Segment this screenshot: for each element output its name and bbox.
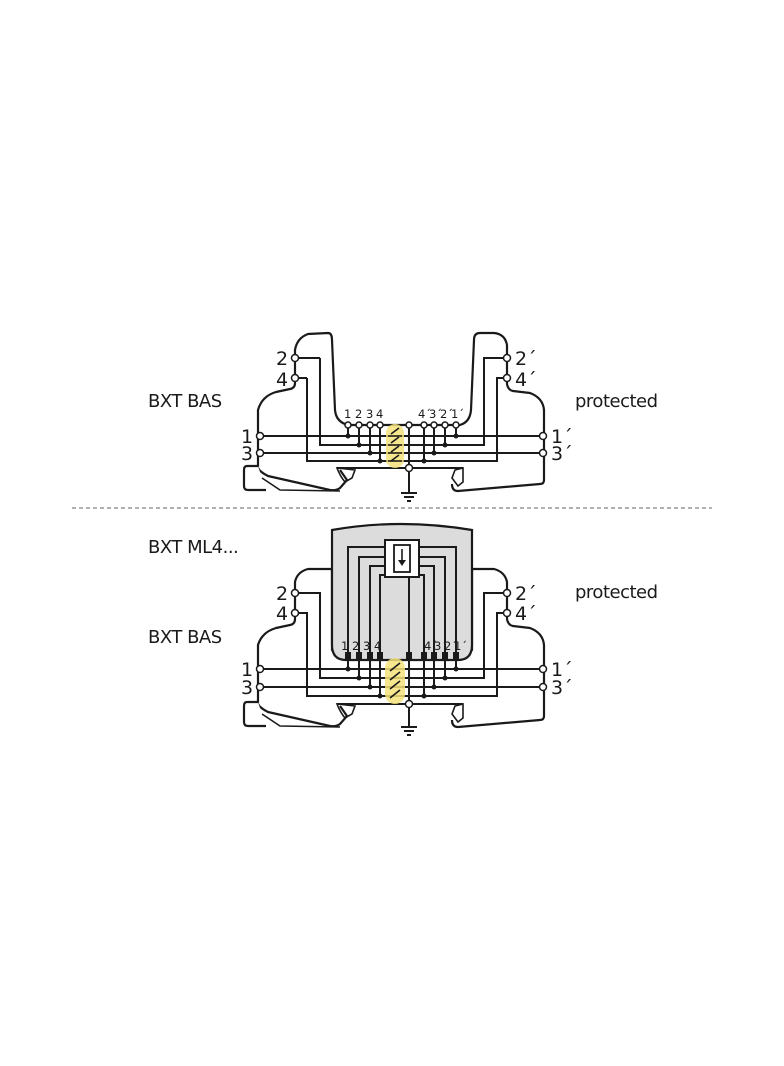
bottom-terminal-2p: 2´ bbox=[515, 583, 537, 605]
top-terminal-2: 2 bbox=[276, 348, 288, 370]
bottom-inner-4: 4 bbox=[374, 639, 381, 653]
down-arrow-icon bbox=[398, 560, 406, 566]
bottom-terminal-3p: 3´ bbox=[551, 677, 573, 699]
bottom-terminal-2: 2 bbox=[276, 583, 288, 605]
bottom-terminal-1p: 1´ bbox=[551, 659, 573, 681]
bottom-inner-3p: 3´ bbox=[434, 639, 447, 653]
top-base-unit: 2 4 1 3 2´ 4´ 1´ 3´ 1 2 3 4 4´ 3´ 2´ 1´ … bbox=[148, 331, 658, 502]
top-inner-1p: 1´ bbox=[451, 407, 464, 421]
bottom-inner-1p: 1´ bbox=[454, 639, 467, 653]
bottom-terminal-4: 4 bbox=[276, 603, 288, 625]
top-terminal-2p: 2´ bbox=[515, 348, 537, 370]
top-terminal-3p: 3´ bbox=[551, 443, 573, 465]
bottom-terminal-3: 3 bbox=[241, 677, 253, 699]
top-terminal-1p: 1´ bbox=[551, 426, 573, 448]
bottom-inner-3: 3 bbox=[363, 639, 370, 653]
bottom-module-label: BXT ML4... bbox=[148, 537, 238, 558]
top-terminal-4p: 4´ bbox=[515, 369, 537, 391]
top-inner-4p: 4´ bbox=[418, 407, 431, 421]
top-inner-2: 2 bbox=[355, 407, 362, 421]
top-terminal-1: 1 bbox=[241, 426, 253, 448]
bottom-assembly: 2 4 1 3 2´ 4´ 1´ 3´ 1 2 3 4 4´ 3´ 2´ 1´ … bbox=[148, 522, 658, 736]
arrester-highlight-bottom bbox=[385, 658, 405, 704]
bottom-protected-label: protected bbox=[575, 582, 658, 603]
bottom-inner-1: 1 bbox=[341, 639, 348, 653]
top-inner-3p: 3´ bbox=[429, 407, 442, 421]
top-device-label: BXT BAS bbox=[148, 391, 222, 412]
bottom-terminal-4p: 4´ bbox=[515, 603, 537, 625]
top-terminal-4: 4 bbox=[276, 369, 288, 391]
bottom-inner-4p: 4´ bbox=[424, 639, 437, 653]
top-inner-1: 1 bbox=[344, 407, 351, 421]
bottom-inner-2p: 2´ bbox=[444, 639, 457, 653]
top-inner-3: 3 bbox=[366, 407, 373, 421]
bottom-inner-2: 2 bbox=[352, 639, 359, 653]
top-protected-label: protected bbox=[575, 391, 658, 412]
bottom-device-label: BXT BAS bbox=[148, 627, 222, 648]
top-terminal-3: 3 bbox=[241, 443, 253, 465]
arrester-highlight bbox=[386, 424, 404, 468]
top-inner-2p: 2´ bbox=[440, 407, 453, 421]
bottom-terminal-1: 1 bbox=[241, 659, 253, 681]
top-inner-4: 4 bbox=[376, 407, 383, 421]
